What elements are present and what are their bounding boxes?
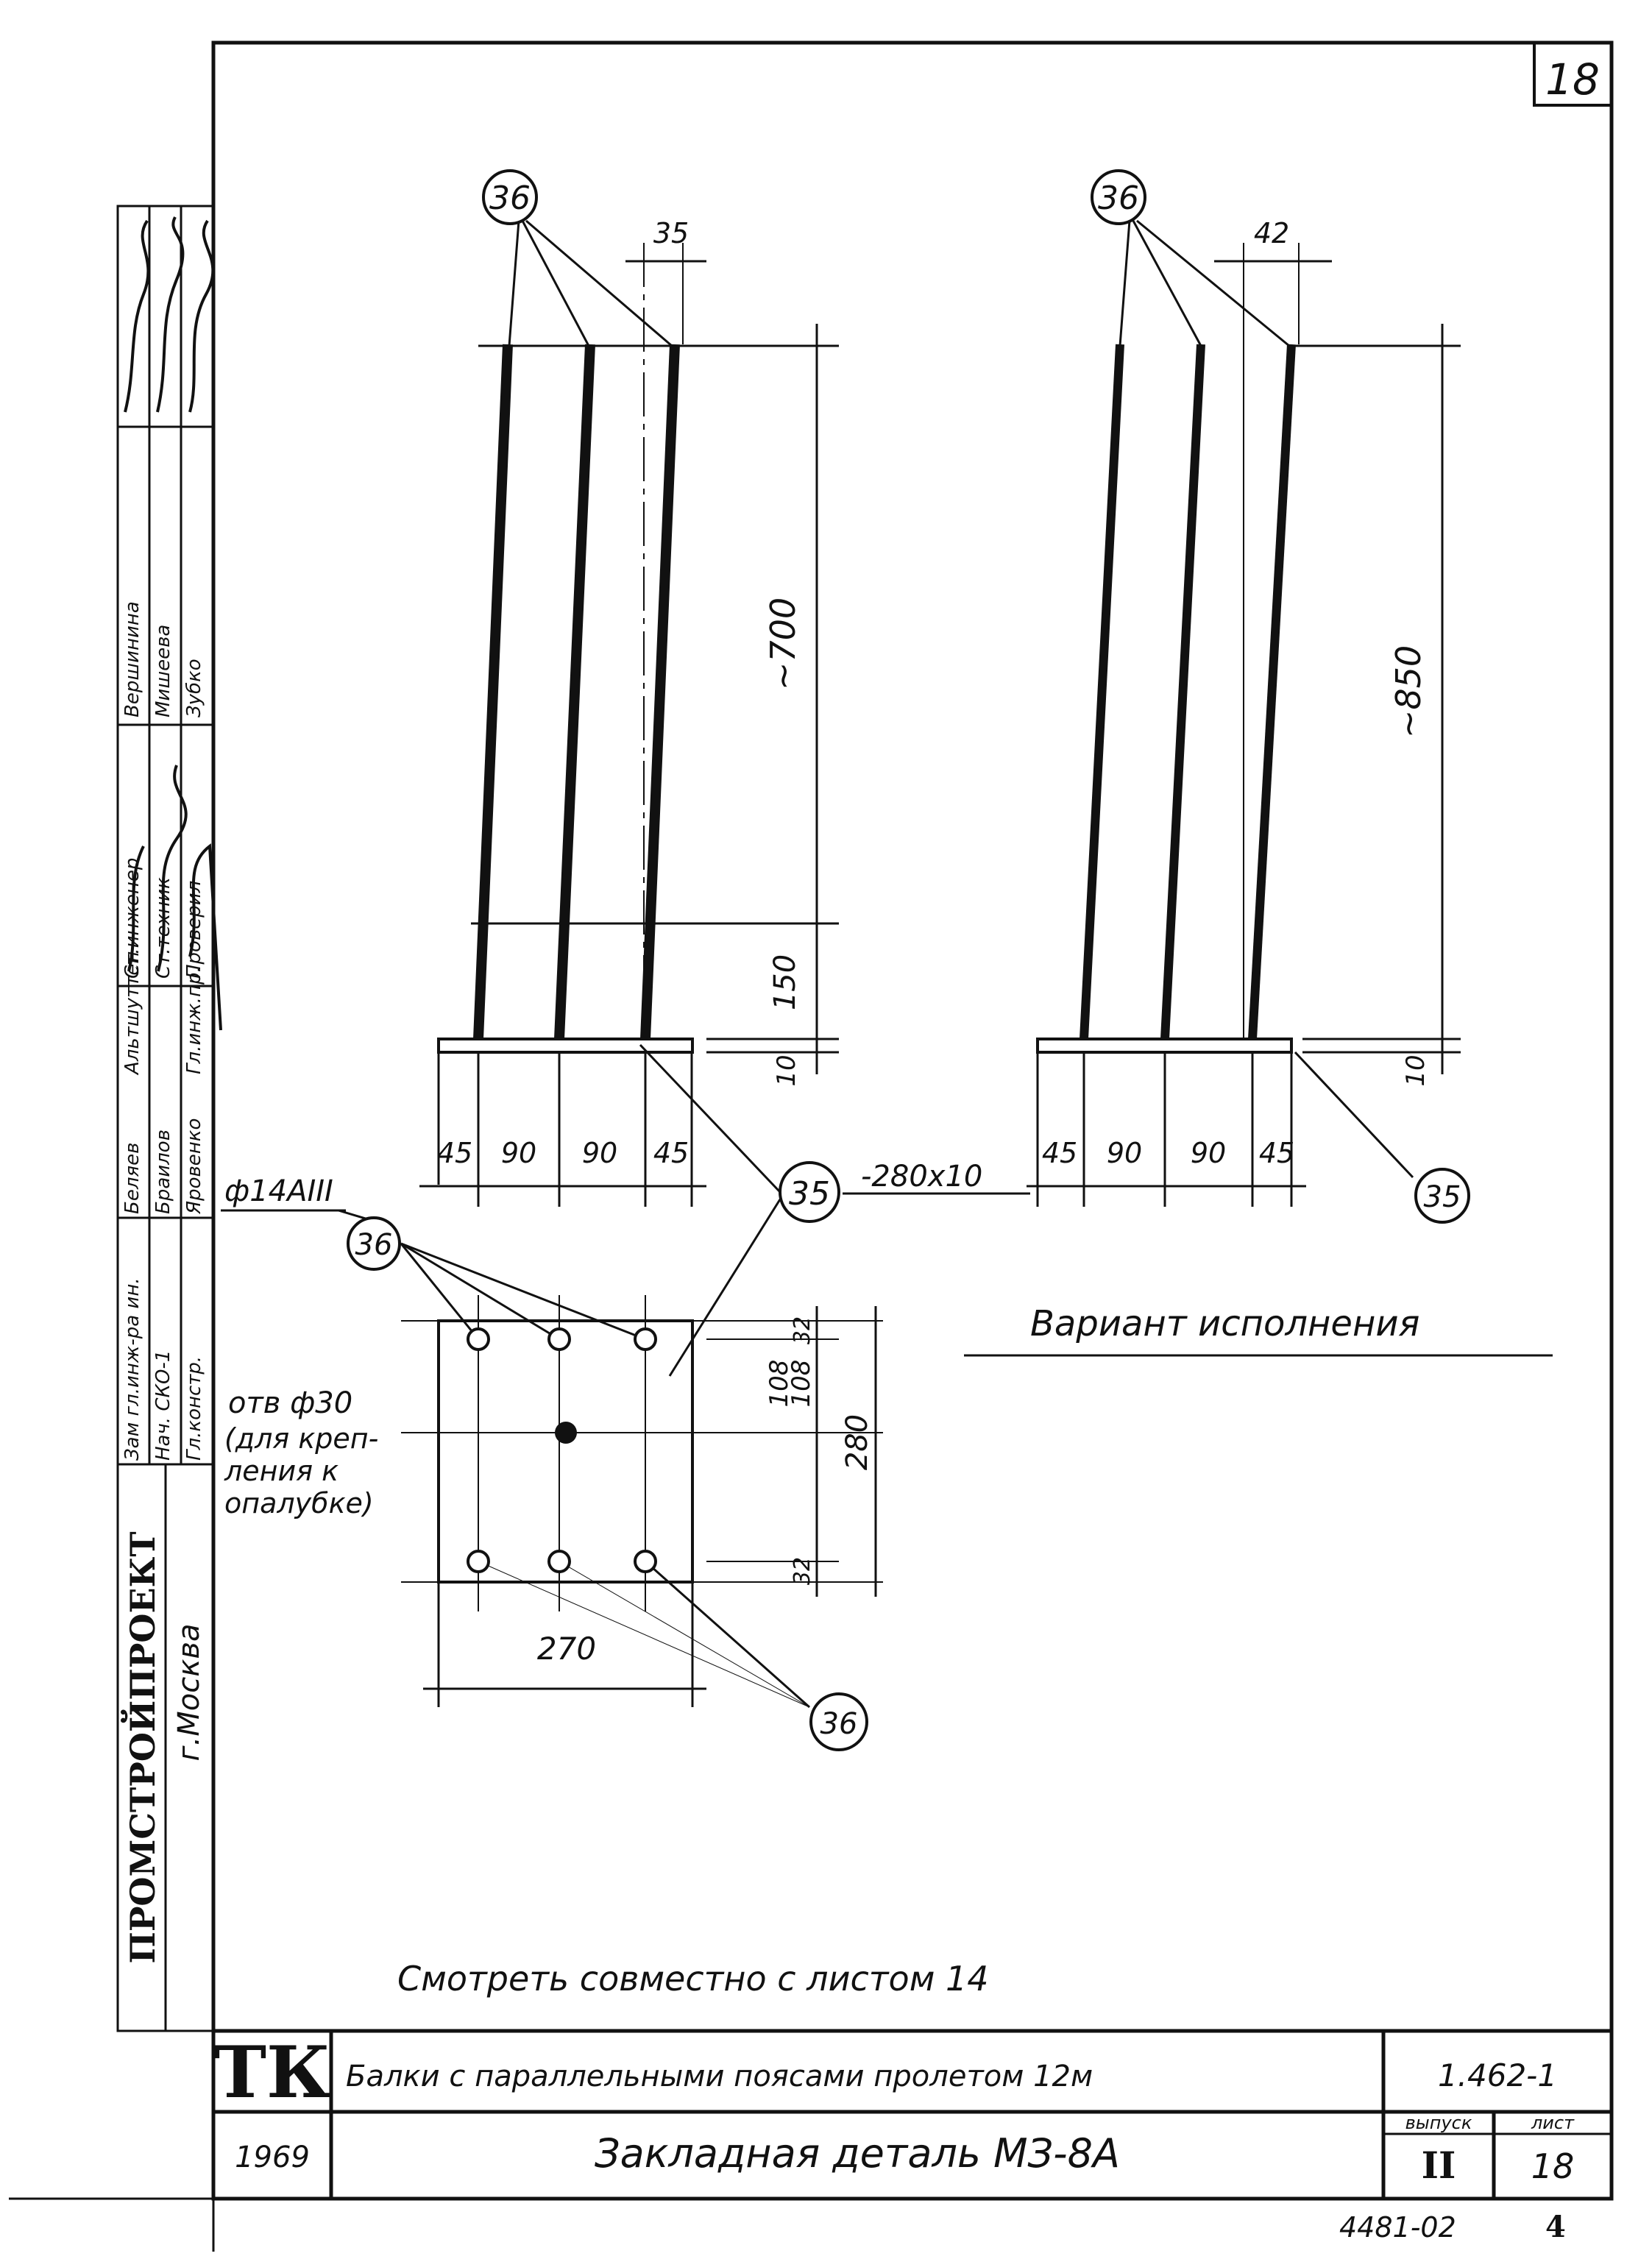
title-block [211, 2029, 1614, 2201]
dim-10: 10 [772, 1054, 801, 1086]
name-4: Альтшуттен [121, 951, 143, 1076]
dim-32a: 32 [790, 1316, 815, 1344]
org-city: г.Москва [172, 1624, 206, 1762]
series-title: Балки с параллельными поясами пролетом 1… [346, 2060, 1093, 2093]
mark-35-left [779, 1161, 840, 1223]
sheet-frame [9, 40, 1614, 2252]
name2-2: Мишеева [152, 625, 174, 717]
name2-1: Вершинина [121, 601, 143, 717]
org-name: ПРОМСТРОЙПРОЕКТ [120, 1531, 163, 1963]
dim-270: 270 [537, 1631, 596, 1667]
name-1: Беляев [121, 1143, 143, 1214]
issue-number: II [1422, 2143, 1456, 2187]
role-2: Нач. СКО-1 [152, 1350, 174, 1461]
dim-150: 150 [768, 954, 802, 1010]
dim-len-left: ~700 [763, 597, 803, 690]
plan-view [221, 1209, 883, 1709]
corner-number: 18 [1545, 54, 1600, 104]
corner-number-box: 18 [1533, 41, 1613, 107]
mark-36-plan-label: 36 [355, 1228, 393, 1262]
stamp-roles-1: Зам гл.инж-ра ин. Нач. СКО-1 Гл.констр. … [121, 951, 205, 1461]
hole-note-1: отв ф30 [228, 1386, 352, 1420]
role-3: Гл.констр. [183, 1356, 205, 1461]
title-year: 1969 [235, 2141, 310, 2174]
hole-note-4: опалубке) [224, 1487, 374, 1519]
dim-len-right: ~850 [1389, 645, 1428, 738]
left-stamp [116, 205, 215, 2032]
hole-note-2: (для креп- [224, 1422, 378, 1455]
dim-top-left: 35 [653, 217, 689, 249]
dim-90c: 90 [1107, 1137, 1142, 1169]
dim-top-right: 42 [1254, 217, 1289, 249]
mark-36-plan [347, 1216, 401, 1271]
mark-36-top-right-label: 36 [1098, 180, 1139, 217]
mark-35-right [1414, 1168, 1470, 1224]
mark-35-right-label: 35 [1424, 1180, 1461, 1214]
issue-label: выпуск [1405, 2113, 1472, 2133]
plan-studs [467, 1327, 657, 1573]
dim-90a: 90 [501, 1137, 536, 1169]
dim-280: 280 [840, 1414, 874, 1470]
name2-3: Зубко [183, 659, 205, 717]
sheet-note: Смотреть совместно с листом 14 [397, 1959, 989, 1999]
plate-label: -280x10 [861, 1160, 982, 1194]
title-logo: ТК [214, 2031, 331, 2114]
dim-108b: 108 [765, 1360, 794, 1408]
dim-45b: 45 [653, 1137, 689, 1169]
elevation-right [1027, 219, 1461, 1207]
dim-45c: 45 [1042, 1137, 1077, 1169]
role-1: Зам гл.инж-ра ин. [121, 1277, 143, 1461]
name-3: Яровенко [183, 1118, 205, 1215]
elevation-left [437, 219, 839, 1185]
series-code: 1.462-1 [1438, 2057, 1557, 2093]
mark-36-top-left-label: 36 [489, 180, 531, 217]
mark-35-left-label: 35 [789, 1175, 830, 1213]
sheet-number: 18 [1531, 2146, 1575, 2186]
dim-90b: 90 [582, 1137, 617, 1169]
dim-90d: 90 [1191, 1137, 1226, 1169]
rebar-label: ф14АIII [224, 1174, 333, 1208]
stamp-signatures [124, 216, 222, 1031]
mark-35-left-leaders [639, 1043, 1030, 1377]
name-2: Браилов [152, 1130, 174, 1214]
plan-hole [555, 1422, 577, 1444]
hole-note-3: ления к [224, 1455, 338, 1487]
variant-caption: Вариант исполнения [1030, 1303, 1419, 1344]
sheet-label: лист [1531, 2113, 1575, 2133]
bottom-right-number: 4 [1545, 2210, 1566, 2244]
dim-32b: 32 [790, 1557, 815, 1585]
spacing-dims-left [419, 1052, 706, 1207]
dim-108a: 108 [787, 1360, 816, 1408]
bottom-code: 4481-02 [1339, 2211, 1456, 2244]
dim-45a: 45 [437, 1137, 472, 1169]
mark-36-plan-bottom [809, 1692, 868, 1751]
sheet-title: Закладная деталь МЗ-8А [595, 2130, 1120, 2177]
mark-36-plan-bottom-label: 36 [820, 1707, 858, 1741]
mark-36-top-right [1091, 169, 1146, 225]
dim-45d: 45 [1259, 1137, 1294, 1169]
role-4: Гл.инж.пр. [183, 966, 205, 1074]
left-stamp-org: ПРОМСТРОЙПРОЕКТ г.Москва [120, 1531, 206, 1963]
dim-10-right: 10 [1401, 1054, 1431, 1086]
mark-36-top-left [482, 169, 538, 225]
